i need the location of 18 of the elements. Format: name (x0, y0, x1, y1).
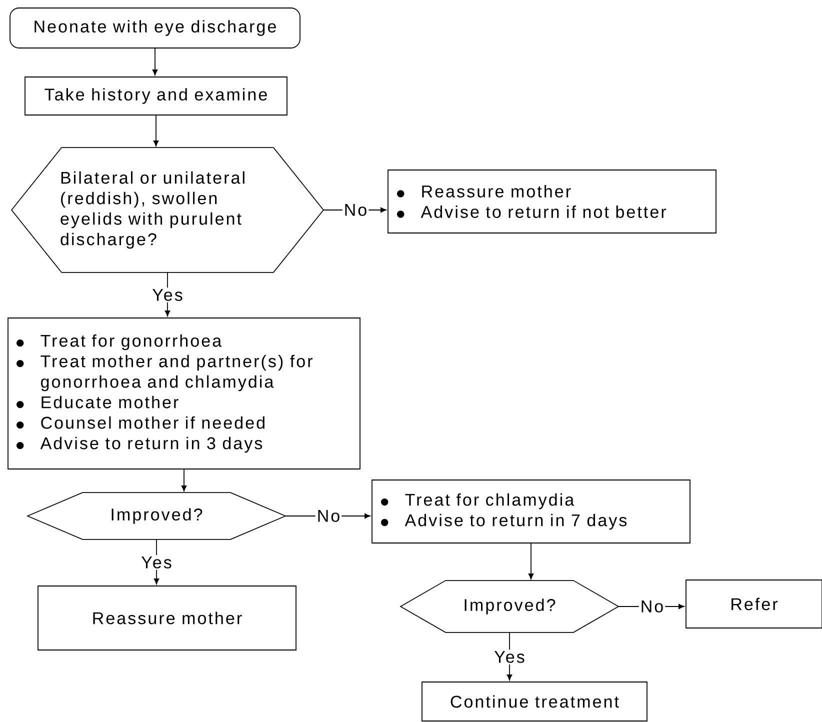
edge-label: No (638, 599, 666, 614)
edge-label: Yes (492, 650, 526, 664)
arrow (181, 469, 187, 492)
process-box: Refer (686, 580, 822, 628)
process-box: Treat for gonorrhoea Treat mother and partner(s) for gonorrhoea and chlamydia Educate mother Counsel mother if needed Advise to return in 3 days (8, 318, 360, 470)
start-box: Neonate with eye discharge (10, 8, 300, 48)
edge-label: Yes (140, 555, 174, 570)
edge-label: Yes (150, 288, 184, 302)
process-box: Reassure mother (38, 586, 296, 650)
edge-label: No (315, 508, 342, 524)
arrow (153, 115, 159, 146)
process-box: Continue treatment (422, 682, 648, 722)
arrow (528, 543, 534, 580)
process-box: Take history and examine (24, 76, 288, 116)
arrow (152, 48, 158, 76)
process-box: Treat for chlamydia Advise to return in 7 days (372, 480, 690, 544)
process-box: Reassure mother Advise to return if not better (388, 170, 716, 234)
edge-label: No (342, 202, 369, 218)
